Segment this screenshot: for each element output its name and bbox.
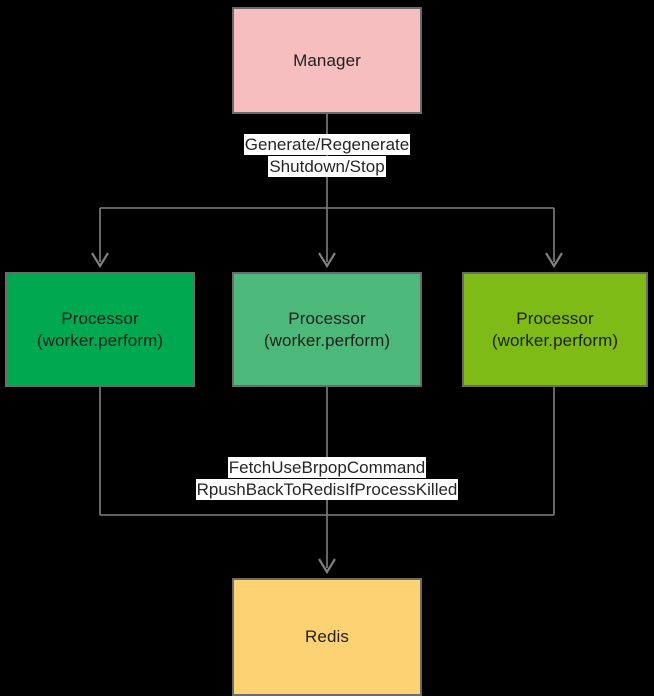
node-processor-3-sublabel: (worker.perform) (491, 330, 619, 350)
node-processor-2[interactable]: Processor (worker.perform) (232, 272, 422, 387)
node-processor-2-label: Processor (288, 308, 366, 328)
edge-label-manager-to-processors: Generate/Regenerate Shutdown/Stop (0, 134, 654, 178)
node-processor-3-label: Processor (516, 308, 594, 328)
edge-label-fetch-use-brpop-command: FetchUseBrpopCommand (227, 457, 427, 478)
node-processor-1-label: Processor (61, 308, 139, 328)
node-manager-label: Manager (293, 50, 361, 70)
edge-label-generate-regenerate: Generate/Regenerate (243, 134, 411, 155)
arrowhead-redis (318, 558, 336, 575)
node-processor-3[interactable]: Processor (worker.perform) (462, 272, 648, 387)
edge-label-shutdown-stop: Shutdown/Stop (268, 156, 386, 177)
node-processor-2-sublabel: (worker.perform) (263, 330, 391, 350)
arrowhead-proc-1 (91, 252, 109, 269)
node-redis-label: Redis (305, 627, 349, 646)
node-redis[interactable]: Redis (232, 578, 422, 696)
edge-label-processors-to-redis: FetchUseBrpopCommand RpushBackToRedisIfP… (0, 457, 654, 501)
edge-label-rpush-back-to-redis: RpushBackToRedisIfProcessKilled (195, 479, 459, 500)
arrowhead-proc-2 (318, 252, 336, 269)
node-manager[interactable]: Manager (232, 7, 422, 114)
arrowhead-proc-3 (545, 252, 563, 269)
node-processor-1-sublabel: (worker.perform) (36, 330, 164, 350)
node-processor-1[interactable]: Processor (worker.perform) (5, 272, 195, 387)
